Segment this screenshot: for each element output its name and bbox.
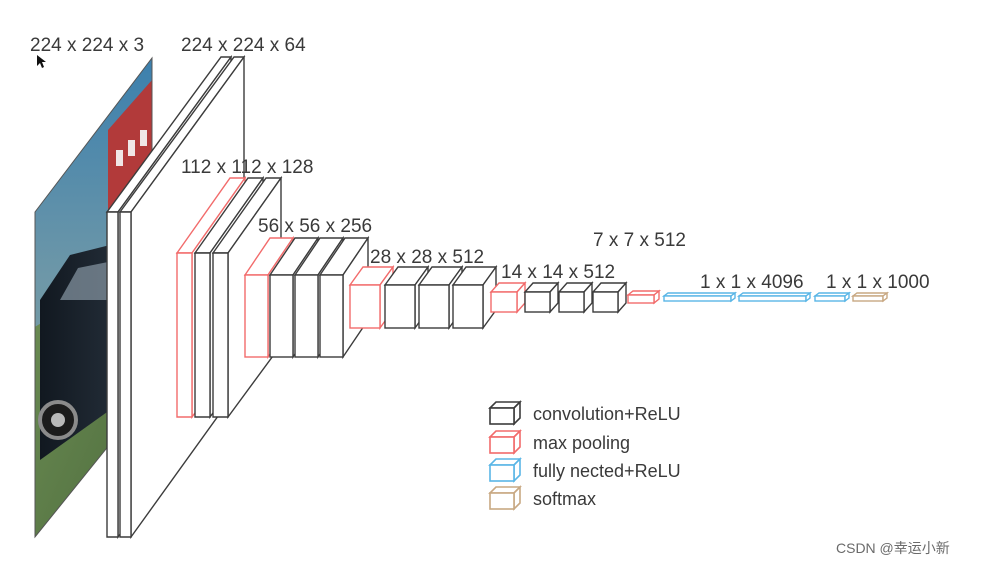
legend-item-fully-connected: fully nected+ReLU <box>488 457 681 483</box>
watermark: CSDN @幸运小新 <box>836 540 950 556</box>
legend-label-convolution: convolution+ReLU <box>533 404 681 424</box>
label-conv2: 112 x 112 x 128 <box>181 157 313 178</box>
label-input: 224 x 224 x 3 <box>30 35 144 56</box>
label-fc: 1 x 1 x 4096 <box>700 272 804 293</box>
legend-item-softmax: softmax <box>488 485 596 511</box>
label-pool5: 7 x 7 x 512 <box>593 230 686 251</box>
label-conv1: 224 x 224 x 64 <box>181 35 306 56</box>
legend-swatch-softmax <box>488 485 522 511</box>
legend-swatch-max-pooling <box>488 429 522 455</box>
fc3-layer <box>812 291 852 303</box>
conv4-layer-c <box>451 264 498 331</box>
mouse-cursor-icon <box>37 55 46 68</box>
legend-item-convolution: convolution+ReLU <box>488 400 681 426</box>
conv5-layer-b <box>557 281 594 314</box>
legend-swatch-fully-connected <box>488 457 522 483</box>
label-conv5: 14 x 14 x 512 <box>501 262 615 283</box>
pool5-layer <box>626 289 661 305</box>
fc-layers <box>661 291 852 303</box>
stage3-layers <box>243 235 370 360</box>
legend: convolution+ReLU max pooling fully necte… <box>488 400 681 511</box>
fc2-layer <box>736 291 813 303</box>
legend-item-max-pooling: max pooling <box>488 429 630 455</box>
conv5-layer-c <box>591 281 628 314</box>
pool3-layer <box>348 264 395 331</box>
legend-label-softmax: softmax <box>533 489 596 509</box>
conv5-layer-a <box>523 281 560 314</box>
softmax-layer <box>850 291 890 303</box>
legend-swatch-convolution <box>488 400 522 426</box>
stage5-layers <box>489 281 628 314</box>
label-conv3: 56 x 56 x 256 <box>258 216 372 237</box>
pool4-layer <box>489 281 527 314</box>
legend-label-max-pooling: max pooling <box>533 433 630 453</box>
label-conv4: 28 x 28 x 512 <box>370 247 484 268</box>
stage4-layers <box>348 264 498 331</box>
fc1-layer <box>661 291 738 303</box>
label-softmax: 1 x 1 x 1000 <box>826 272 930 293</box>
legend-label-fully-connected: fully nected+ReLU <box>533 461 681 481</box>
